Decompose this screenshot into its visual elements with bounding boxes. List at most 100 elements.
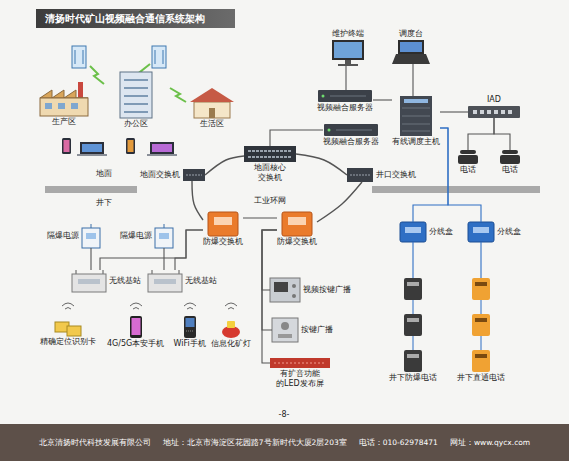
wireless-signal: [228, 308, 234, 310]
device-node: 办公区: [118, 70, 154, 129]
house-icon: [190, 88, 234, 118]
office-icon: [124, 79, 148, 81]
monitor-icon: [334, 42, 362, 58]
device-node: 电话: [500, 150, 520, 175]
phone-icon: [502, 150, 518, 154]
wireless-signal: [62, 303, 237, 309]
mine-phone-icon: [404, 278, 490, 372]
network-link: [262, 230, 277, 290]
node-label: 生活区: [200, 119, 224, 129]
base-station-icon: [148, 274, 182, 292]
wireless-signal: [184, 303, 196, 306]
mine-phone-icon: [475, 318, 487, 322]
device-node: 井下直通电话: [457, 278, 505, 383]
wireless-signal: [130, 303, 142, 306]
device-node: 防爆交换机: [203, 212, 243, 247]
node-label: IAD: [487, 95, 501, 105]
network-link: [205, 156, 244, 175]
node-label: 调度台: [399, 29, 423, 39]
device-node: 地面核心 交换机: [244, 146, 296, 183]
footer-bar: [0, 424, 569, 461]
mine-phone-icon: [475, 354, 487, 358]
mine-phone-icon: [407, 354, 419, 358]
switch-icon: [183, 146, 373, 182]
power-supply-icon: [91, 224, 92, 228]
network-link: [296, 154, 347, 175]
terminal-devices: [130, 316, 142, 338]
terminal-devices: [186, 318, 195, 327]
office-icon: [124, 95, 148, 97]
wireless-signal: [65, 308, 71, 310]
rack-icon: [402, 116, 430, 117]
wireless-signal: [225, 303, 237, 306]
device-node: 电话: [458, 150, 478, 175]
factory-icon: [58, 103, 65, 109]
iad-icon: [487, 110, 491, 114]
ground-terminals: [77, 154, 107, 156]
house-icon: [190, 88, 234, 102]
phone-icon: [458, 150, 520, 164]
device-node: 调度台: [392, 29, 430, 64]
device-node: 4G/5G本安手机: [107, 316, 165, 349]
rack-icon: [400, 96, 432, 136]
junction-box-icon: [400, 222, 494, 242]
ground-terminals: [62, 138, 177, 156]
node-label: 办公区: [124, 119, 148, 129]
monitor-icon: [332, 40, 364, 66]
device-node: 生活区: [190, 88, 234, 129]
node-label: 井下防爆电话: [389, 373, 437, 383]
factory-icon: [40, 82, 88, 116]
power-supply-icon: [82, 228, 100, 248]
base-station-icon: [152, 270, 153, 274]
office-icon: [120, 72, 152, 118]
rack-icon: [400, 96, 432, 136]
mine-phone-icon: [407, 318, 419, 322]
node-label: 分线盒: [429, 227, 453, 237]
network-link: [440, 111, 468, 112]
node-label: 防爆交换机: [203, 237, 243, 247]
node-label: 有扩音功能 的LED发布屏: [276, 369, 324, 389]
phone-icon: [460, 150, 476, 154]
node-label: 视频按键广播: [303, 285, 351, 295]
device-node: WiFi手机: [174, 316, 207, 349]
node-label: 井口交换机: [376, 170, 416, 180]
iad-icon: [508, 110, 512, 114]
wireless-signal: [187, 308, 193, 310]
footer-text: 北京清扬时代科技发展有限公司: [39, 438, 151, 448]
ground-terminals: [82, 144, 102, 152]
device-node: 地面交换机: [140, 169, 205, 181]
footer-text: 地址：北京市海淀区花园路7号新时代大厦2层203室: [163, 438, 347, 448]
mine-phone-icon: [407, 282, 419, 286]
footer-text: 网址：www.qycx.com: [450, 438, 530, 448]
junction-box-icon: [473, 227, 489, 233]
node-label: 生产区: [52, 117, 76, 127]
lightning: [90, 66, 104, 84]
device-node: 分线盒: [468, 222, 521, 242]
flameproof-switch-icon: [208, 212, 312, 236]
power-supply-icon: [159, 233, 169, 239]
node-label: 地面交换机: [140, 170, 180, 180]
base-station-icon: [72, 274, 106, 292]
device-node: 隔爆电源: [120, 224, 173, 248]
footer-row: 北京清扬时代科技发展有限公司 地址：北京市海淀区花园路7号新时代大厦2层203室 电…: [0, 424, 569, 461]
footer-text: 电话：010-62978471: [359, 438, 438, 448]
node-label: 隔爆电源: [120, 231, 152, 241]
base-station-icon: [78, 279, 100, 284]
device-node: 分线盒: [400, 222, 453, 242]
terminal-devices: [132, 318, 141, 335]
power-supply-icon: [82, 224, 173, 248]
junction-box-icon: [400, 222, 426, 242]
ground-bar: [372, 186, 540, 193]
ground-terminals: [64, 140, 70, 152]
base-station-icon: [103, 270, 104, 274]
flameproof-switch-icon: [282, 212, 312, 236]
node-label: 电话: [460, 165, 476, 175]
wireless-signal: [62, 303, 74, 306]
server-icon: [318, 90, 378, 136]
area-label: 地面: [96, 169, 112, 179]
node-label: 地面核心 交换机: [254, 163, 286, 183]
server-icon: [336, 130, 372, 131]
phone-icon: [500, 155, 520, 164]
